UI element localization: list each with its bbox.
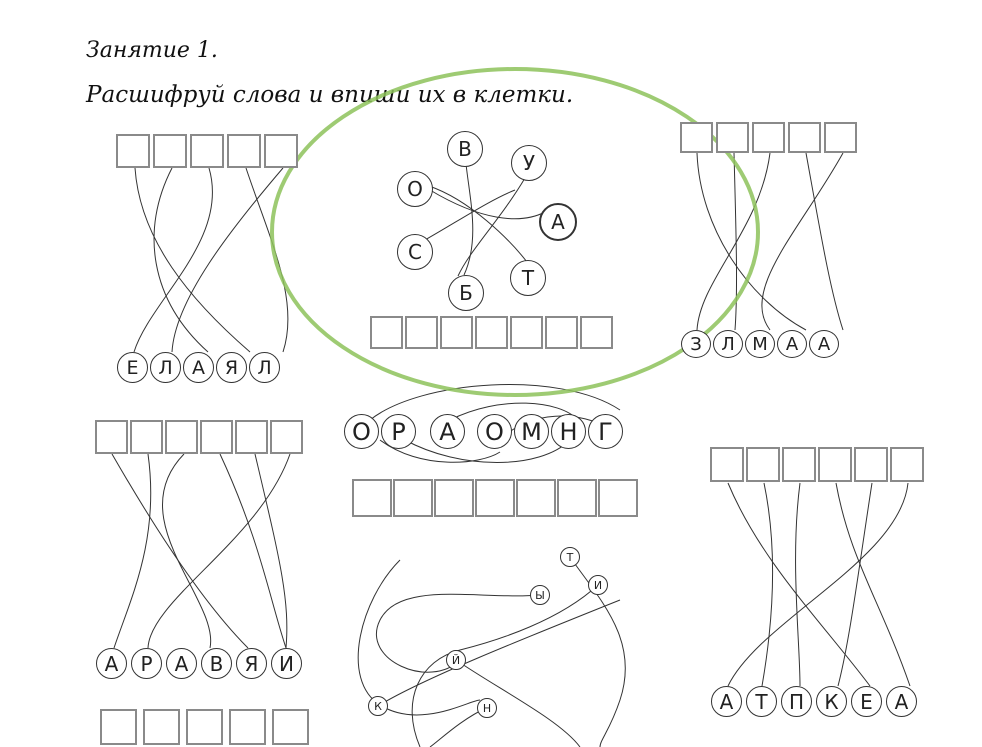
answer-cells-bottom-left (100, 709, 309, 745)
letter-circle: М (514, 414, 549, 449)
letter-circle: З (681, 330, 711, 358)
answer-cells-middle-left (95, 420, 303, 454)
letter-circle: Л (150, 352, 181, 383)
letter-circle: Р (381, 414, 416, 449)
scrambled-letters-middle-right: А Т П К Е А (711, 686, 917, 717)
answer-cell[interactable] (405, 316, 438, 349)
answer-cell[interactable] (782, 447, 816, 482)
answer-cell[interactable] (788, 122, 821, 153)
answer-cell[interactable] (165, 420, 198, 454)
letter-circle: А (166, 648, 197, 679)
answer-cell[interactable] (393, 479, 433, 517)
answer-cells-flower (370, 316, 613, 349)
letter-circle: П (781, 686, 812, 717)
answer-cell[interactable] (190, 134, 224, 168)
answer-cells-top-right (680, 122, 857, 153)
answer-cell[interactable] (153, 134, 187, 168)
letter-circle: Р (131, 648, 162, 679)
answer-cell[interactable] (475, 316, 508, 349)
answer-cell[interactable] (229, 709, 266, 745)
answer-cell[interactable] (100, 709, 137, 745)
letter-circle: Б (448, 275, 484, 311)
answer-cell[interactable] (272, 709, 309, 745)
answer-cell[interactable] (186, 709, 223, 745)
answer-cell[interactable] (434, 479, 474, 517)
letter-circle: У (511, 145, 547, 181)
letter-circle-small: Й (446, 650, 466, 670)
letter-circle: А (809, 330, 839, 358)
answer-cell[interactable] (890, 447, 924, 482)
letter-circle: В (201, 648, 232, 679)
answer-cell[interactable] (264, 134, 298, 168)
letter-circle: Л (713, 330, 743, 358)
letter-circle-highlighted: А (539, 203, 577, 241)
letter-circle: О (397, 171, 433, 207)
answer-cell[interactable] (598, 479, 638, 517)
letter-circle: М (745, 330, 775, 358)
answer-cells-top-left (116, 134, 298, 168)
letter-circle: С (397, 234, 433, 270)
scrambled-letters-middle-center: О Р А О М Н Г (344, 414, 623, 449)
answer-cell[interactable] (235, 420, 268, 454)
answer-cell[interactable] (475, 479, 515, 517)
letter-circle-small: К (368, 696, 388, 716)
answer-cell[interactable] (440, 316, 473, 349)
answer-cell[interactable] (370, 316, 403, 349)
answer-cell[interactable] (95, 420, 128, 454)
answer-cell[interactable] (557, 479, 597, 517)
lesson-title: Занятие 1. (86, 38, 218, 63)
letter-circle: Г (588, 414, 623, 449)
answer-cell[interactable] (352, 479, 392, 517)
answer-cell[interactable] (510, 316, 543, 349)
letter-circle: О (477, 414, 512, 449)
answer-cells-middle-right (710, 447, 924, 482)
letter-circle: А (777, 330, 807, 358)
answer-cell[interactable] (854, 447, 888, 482)
letter-circle: Н (551, 414, 586, 449)
answer-cell[interactable] (545, 316, 578, 349)
answer-cell[interactable] (680, 122, 713, 153)
scrambled-letters-top-left: Е Л А Я Л (117, 352, 280, 383)
letter-circle: К (816, 686, 847, 717)
answer-cell[interactable] (200, 420, 233, 454)
answer-cell[interactable] (710, 447, 744, 482)
answer-cell[interactable] (580, 316, 613, 349)
letter-circle-small: И (588, 575, 608, 595)
answer-cell[interactable] (716, 122, 749, 153)
letter-circle: А (430, 414, 465, 449)
letter-circle: А (711, 686, 742, 717)
letter-circle: Я (216, 352, 247, 383)
task-instruction: Расшифруй слова и впиши их в клетки. (86, 82, 574, 108)
answer-cell[interactable] (130, 420, 163, 454)
scrambled-letters-middle-left: А Р А В Я И (96, 648, 302, 679)
letter-circle: А (183, 352, 214, 383)
letter-circle: В (447, 131, 483, 167)
scrambled-letters-top-right: З Л М А А (681, 330, 839, 358)
answer-cell[interactable] (227, 134, 261, 168)
letter-circle: И (271, 648, 302, 679)
letter-circle: Е (851, 686, 882, 717)
answer-cell[interactable] (818, 447, 852, 482)
answer-cell[interactable] (752, 122, 785, 153)
answer-cell[interactable] (516, 479, 556, 517)
letter-circle: О (344, 414, 379, 449)
answer-cells-middle-center (352, 479, 638, 517)
answer-cell[interactable] (746, 447, 780, 482)
answer-cell[interactable] (824, 122, 857, 153)
letter-circle: Я (236, 648, 267, 679)
letter-circle: Е (117, 352, 148, 383)
letter-circle: А (96, 648, 127, 679)
letter-circle: А (886, 686, 917, 717)
letter-circle-small: Т (560, 547, 580, 567)
answer-cell[interactable] (270, 420, 303, 454)
answer-cell[interactable] (116, 134, 150, 168)
letter-circle: Т (746, 686, 777, 717)
letter-circle-small: Н (477, 698, 497, 718)
letter-circle: Л (249, 352, 280, 383)
letter-circle: Т (510, 260, 546, 296)
letter-circle-small: Ы (530, 585, 550, 605)
answer-cell[interactable] (143, 709, 180, 745)
